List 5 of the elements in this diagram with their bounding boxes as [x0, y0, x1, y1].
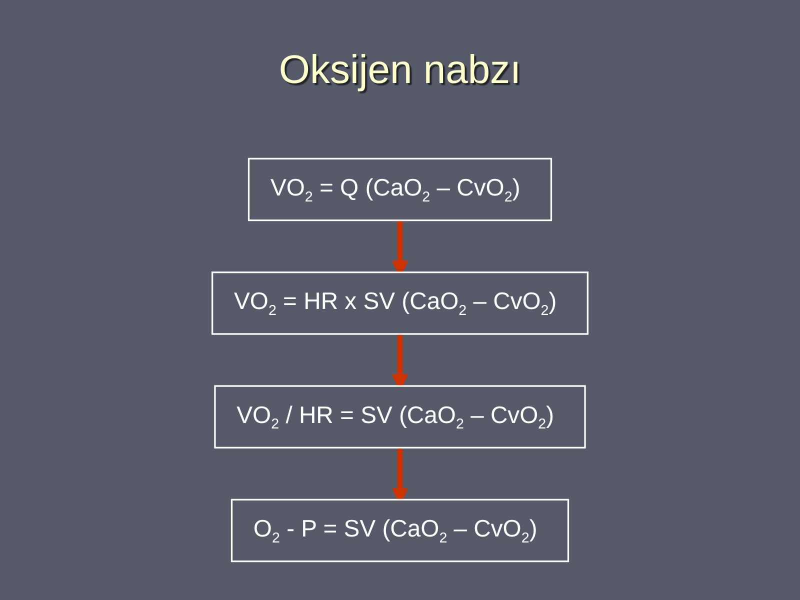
slide-title: Oksijen nabzı — [278, 48, 522, 93]
node-box: O$_{2}$ - P = SV (CaO$_{2}$ – CvO$_{2}$) — [230, 498, 570, 562]
node-box: VO$_{2}$ / HR = SV (CaO$_{2}$ – CvO$_{2}$) — [214, 385, 586, 448]
node-box: VO$_{2}$ = Q (CaO$_{2}$ – CvO$_{2}$) — [248, 158, 552, 222]
node-box: VO$_{2}$ = HR x SV (CaO$_{2}$ – CvO$_{2}$) — [212, 272, 588, 335]
